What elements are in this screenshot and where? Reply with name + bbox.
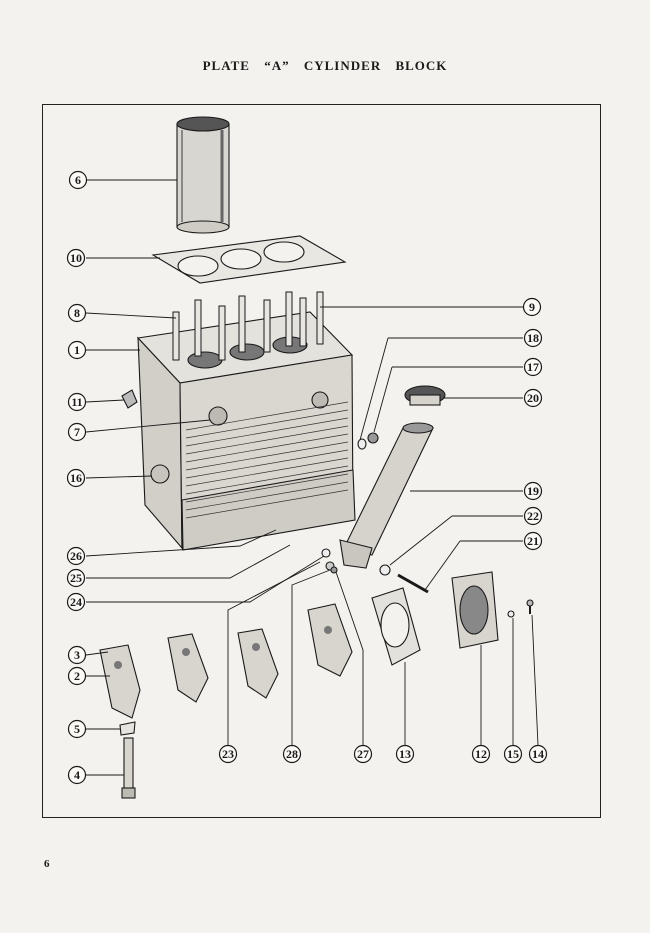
page-number: 6 <box>44 858 50 870</box>
callout-1: 1 <box>67 340 87 360</box>
callout-label: 6 <box>75 173 81 187</box>
callout-11: 11 <box>67 392 87 412</box>
callout-23: 23 <box>218 744 238 764</box>
diagram-frame <box>42 104 601 818</box>
callout-18: 18 <box>523 328 543 348</box>
callout-7: 7 <box>67 422 87 442</box>
callout-label: 4 <box>74 768 80 782</box>
callout-label: 28 <box>286 747 298 761</box>
callout-label: 5 <box>74 722 80 736</box>
head-gasket-drawing <box>151 235 347 284</box>
page-title: PLATE “A” CYLINDER BLOCK <box>202 58 448 73</box>
callout-16: 16 <box>66 468 86 488</box>
callout-17: 17 <box>523 357 543 377</box>
small-parts-drawing <box>321 548 534 618</box>
callout-2: 2 <box>67 666 87 686</box>
callout-24: 24 <box>66 592 86 612</box>
callout-27: 27 <box>353 744 373 764</box>
callout-19: 19 <box>523 481 543 501</box>
callout-label: 16 <box>70 471 82 485</box>
callout-12: 12 <box>471 744 491 764</box>
callout-label: 23 <box>222 747 234 761</box>
cylinder-block-drawing <box>121 291 356 551</box>
callout-label: 12 <box>475 747 487 761</box>
callout-13: 13 <box>395 744 415 764</box>
callout-label: 9 <box>529 300 535 314</box>
rear-gasket-drawing <box>371 587 421 666</box>
callout-label: 15 <box>507 747 519 761</box>
callout-label: 11 <box>71 395 82 409</box>
callout-25: 25 <box>66 568 86 588</box>
callout-label: 19 <box>527 484 539 498</box>
callout-10: 10 <box>66 248 86 268</box>
callout-label: 21 <box>527 534 539 548</box>
callout-label: 1 <box>74 343 80 357</box>
callout-label: 3 <box>74 648 80 662</box>
leader-lines <box>85 179 539 776</box>
callout-5: 5 <box>67 719 87 739</box>
callout-28: 28 <box>282 744 302 764</box>
callout-label: 10 <box>70 251 82 265</box>
callout-15: 15 <box>503 744 523 764</box>
callout-label: 27 <box>357 747 369 761</box>
callout-label: 22 <box>527 509 539 523</box>
callout-4: 4 <box>67 765 87 785</box>
callout-label: 26 <box>70 549 82 563</box>
callout-label: 20 <box>527 391 539 405</box>
callout-label: 14 <box>532 747 544 761</box>
callout-22: 22 <box>523 506 543 526</box>
callout-label: 17 <box>527 360 539 374</box>
callout-label: 25 <box>70 571 82 585</box>
callout-9: 9 <box>522 297 542 317</box>
bearing-caps-drawing <box>99 603 353 799</box>
callout-label: 24 <box>70 595 82 609</box>
rear-cover-drawing <box>451 571 499 649</box>
callout-14: 14 <box>528 744 548 764</box>
callout-label: 13 <box>399 747 411 761</box>
cylinder-liner-drawing <box>176 116 230 234</box>
callout-26: 26 <box>66 546 86 566</box>
callout-20: 20 <box>523 388 543 408</box>
callout-label: 7 <box>74 425 80 439</box>
callout-label: 8 <box>74 306 80 320</box>
oil-filler-drawing <box>339 385 446 569</box>
callout-label: 2 <box>74 669 80 683</box>
callout-21: 21 <box>523 531 543 551</box>
callout-label: 18 <box>527 331 539 345</box>
callout-8: 8 <box>67 303 87 323</box>
callout-3: 3 <box>67 645 87 665</box>
callout-6: 6 <box>68 170 88 190</box>
